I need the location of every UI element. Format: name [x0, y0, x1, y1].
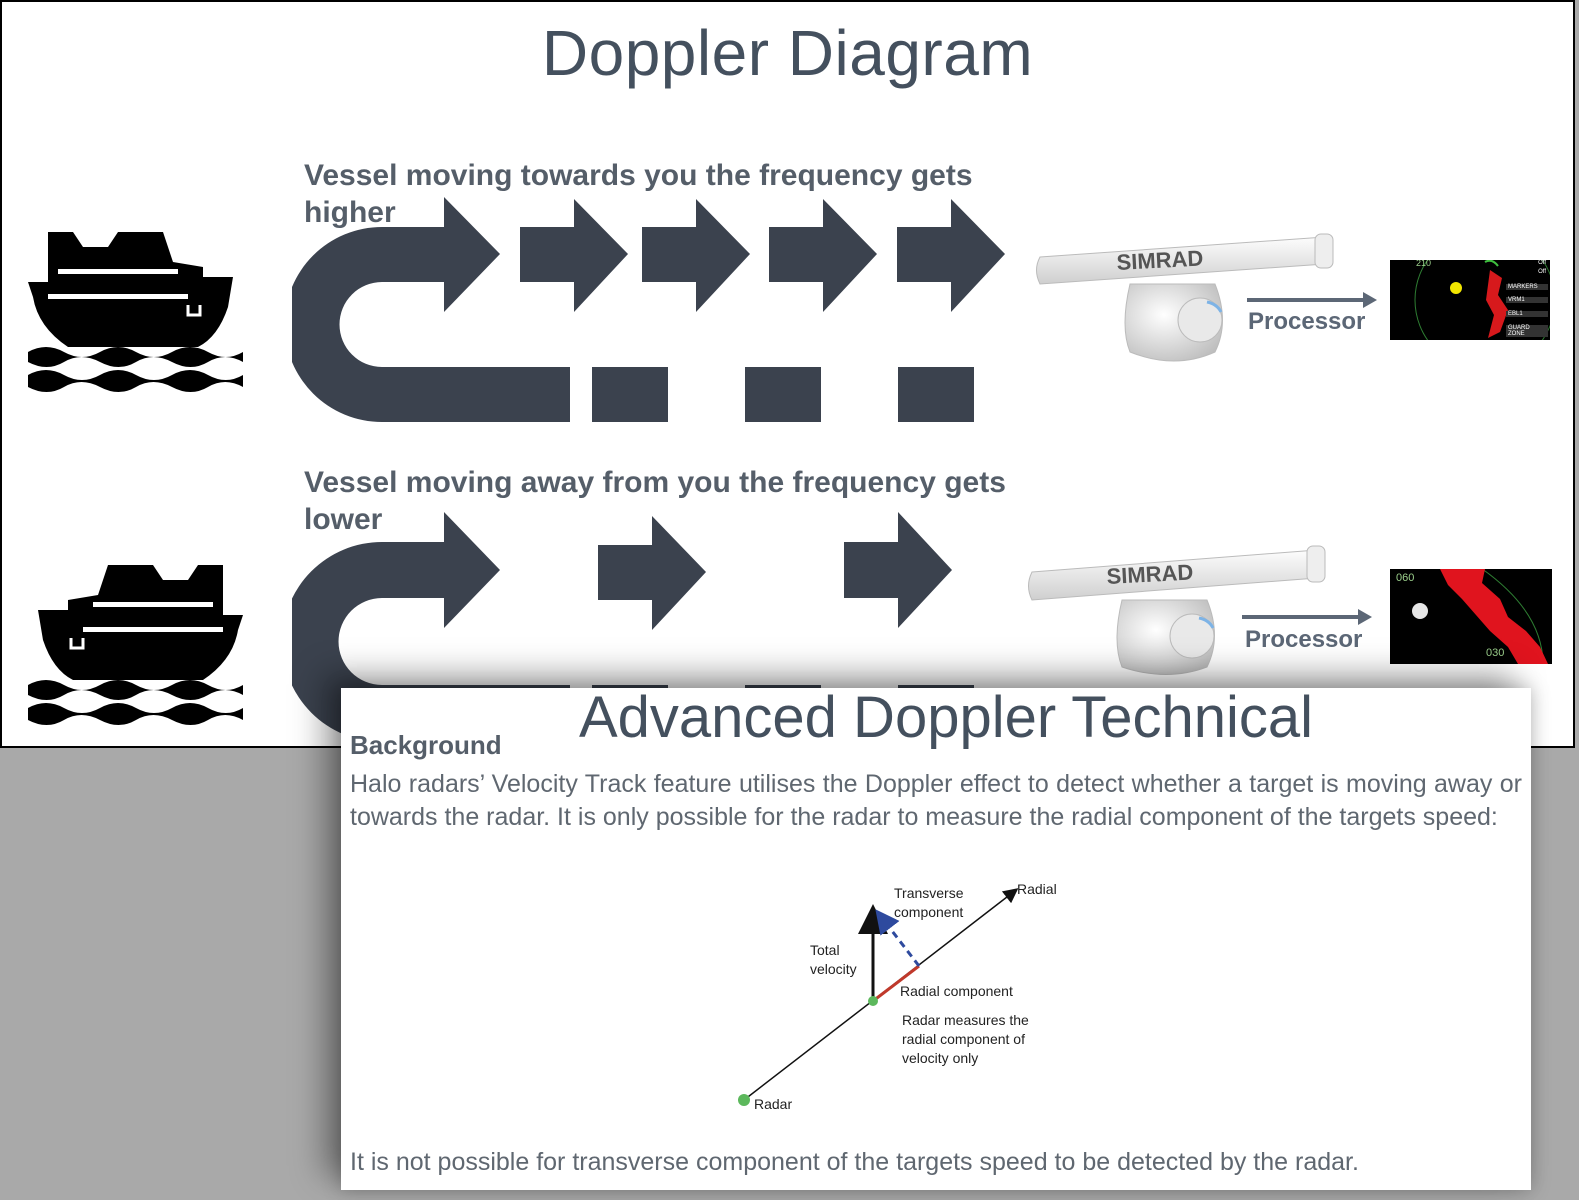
svg-text:SIMRAD: SIMRAD	[1116, 245, 1204, 275]
svg-text:velocity only: velocity only	[902, 1050, 978, 1066]
svg-text:Radar measures the: Radar measures the	[902, 1012, 1029, 1028]
radar-display-approaching: 210 Off Off MARKERS VRM1 EBL1 GUARD ZONE	[1390, 260, 1550, 340]
radar-dot	[738, 1094, 750, 1106]
radar-antenna-icon: SIMRAD	[1028, 545, 1326, 675]
svg-text:SIMRAD: SIMRAD	[1106, 559, 1194, 589]
velocity-vector-diagram: Radial Transverse component Total veloci…	[738, 881, 1057, 1112]
radar-antenna-icon: SIMRAD	[1036, 233, 1334, 362]
svg-text:Transverse: Transverse	[894, 885, 964, 901]
svg-text:Radar: Radar	[754, 1096, 792, 1112]
signal-arrow	[1247, 292, 1377, 308]
slide-title: Advanced Doppler Technical	[578, 685, 1314, 750]
processor-label: Processor	[1248, 308, 1366, 335]
svg-text:component: component	[894, 904, 963, 920]
radial-component-arrow	[872, 964, 920, 1003]
caption-towards: Vessel moving towards you the frequency …	[304, 159, 973, 229]
advanced-doppler-slide: Advanced Doppler Technical Background Ha…	[341, 685, 1531, 1190]
processor-label: Processor	[1245, 626, 1363, 653]
svg-text:Total: Total	[810, 942, 840, 958]
range-label: 210	[1416, 260, 1432, 268]
svg-text:Radial: Radial	[1017, 881, 1057, 897]
background-paragraph: Halo radars’ Velocity Track feature util…	[350, 770, 1522, 831]
bottom-note: It is not possible for transverse compon…	[350, 1148, 1359, 1176]
signal-arrow	[1242, 609, 1372, 625]
high-frequency-wave-arrows	[292, 197, 1005, 422]
ship-icon	[28, 565, 243, 725]
bearing-label: 030	[1486, 647, 1505, 659]
svg-text:Radial component: Radial component	[900, 983, 1013, 999]
bearing-label: 060	[1396, 572, 1415, 584]
section-heading: Background	[350, 730, 502, 760]
radar-display-receding: 060 030	[1390, 569, 1552, 664]
svg-text:velocity: velocity	[810, 961, 857, 977]
doppler-diagram-slide: Doppler Diagram Vessel moving towards yo…	[0, 0, 1575, 748]
transverse-component-arrow	[875, 909, 921, 967]
svg-text:radial component of: radial component of	[902, 1031, 1025, 1047]
ship-icon	[28, 232, 243, 392]
caption-away: Vessel moving away from you the frequenc…	[304, 466, 1006, 536]
target-dot	[868, 996, 878, 1006]
slide-title: Doppler Diagram	[541, 17, 1034, 89]
